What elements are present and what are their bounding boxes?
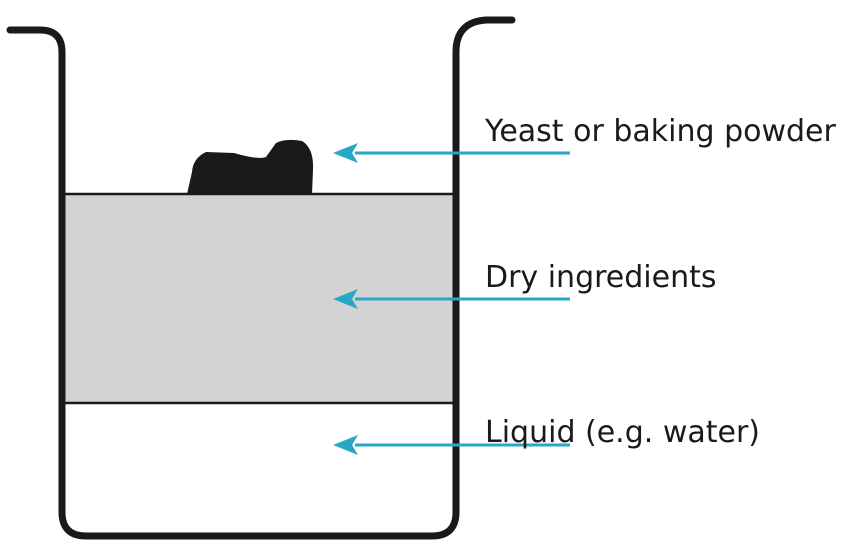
label-dry-ingredients: Dry ingredients [485,260,717,295]
label-yeast-or-baking-powder: Yeast or baking powder [485,114,836,149]
arrow-yeast [333,143,570,163]
arrow-liquid [333,435,570,455]
container-outline [6,16,516,540]
yeast-lump [187,139,314,194]
label-liquid: Liquid (e.g. water) [485,415,761,450]
arrow-dry [333,289,570,309]
